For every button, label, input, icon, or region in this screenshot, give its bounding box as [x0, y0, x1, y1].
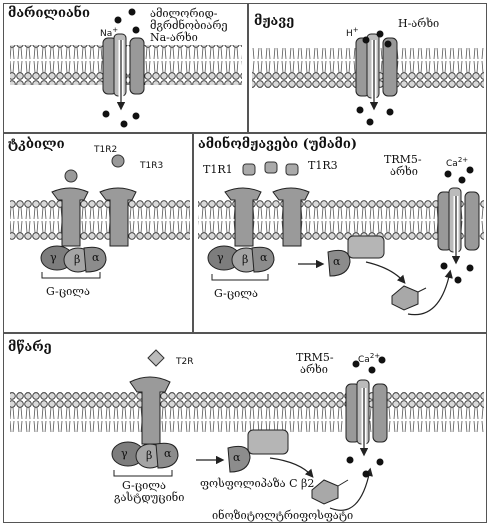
trpm5-label-2-bitter: არხი: [300, 364, 328, 376]
plc-label: ფოსფოლიპაზა C β2: [200, 478, 314, 490]
t1r3-label: T1R3: [140, 160, 163, 172]
ca-ion-label-bitter: Ca2+: [358, 350, 380, 366]
t2r-label: T2R: [176, 356, 193, 368]
membrane-bitter: [10, 392, 484, 432]
na-channel-label-3: Na-არხი: [150, 32, 198, 44]
g-protein-bracket-umami: [212, 274, 268, 280]
title-bitter: მწარე: [8, 340, 52, 355]
title-umami: ამინომჟავები (უმამი): [198, 137, 357, 152]
title-sweet: ტკბილი: [8, 137, 65, 152]
gamma-label-sweet: γ: [50, 252, 57, 264]
beta-label-sweet: β: [74, 254, 80, 266]
plc-enzyme-bitter: [248, 430, 288, 454]
h-ion-label: H+: [346, 24, 359, 40]
g-protein-bracket-bitter: [114, 470, 172, 476]
gamma-label-umami: γ: [217, 252, 224, 264]
t1r3-label-umami: T1R3: [308, 160, 338, 172]
g-protein-label-sweet: G-ცილა: [46, 286, 90, 298]
activation-arrow-umami: [366, 262, 404, 282]
alpha-label-bitter: α: [164, 448, 171, 460]
ip3-molecule-bitter: [312, 480, 348, 504]
ca-ion-label-umami: Ca2+: [446, 154, 468, 170]
membrane-sweet: [10, 200, 190, 240]
trpm5-channel-bitter: [346, 380, 387, 454]
alpha-label-umami: α: [260, 252, 267, 264]
na-ion-label: Na+: [100, 24, 118, 40]
na-channel: [103, 34, 144, 108]
h-channel-label: H-არხი: [398, 18, 439, 30]
trpm5-label-2-umami: არხი: [390, 166, 418, 178]
g-protein-label-umami: G-ცილა: [214, 288, 258, 300]
ip3-molecule-umami: [392, 286, 426, 310]
beta-label-bitter: β: [146, 450, 152, 462]
t1r2-label: T1R2: [94, 144, 117, 156]
title-sour: მჟავე: [254, 14, 294, 29]
alpha-label-sweet: α: [92, 252, 99, 264]
g-protein-bracket-sweet: [42, 272, 100, 278]
ip3-label: ინოზიტოლტრიფოსფატი: [212, 510, 353, 522]
gamma-label-bitter: γ: [121, 448, 128, 460]
alpha-free-label-bitter: α: [233, 452, 240, 464]
amino-acid-molecules: [243, 162, 298, 175]
t1r1-label: T1R1: [203, 164, 233, 176]
plc-enzyme-umami: [348, 236, 384, 258]
sweetener-molecules: [65, 155, 124, 182]
beta-label-umami: β: [242, 254, 248, 266]
title-salty: მარილიანი: [8, 6, 90, 21]
bitter-molecule: [148, 350, 164, 366]
gustducin-label: გასტდუცინი: [114, 492, 184, 504]
activation-arrow-bitter: [270, 458, 312, 476]
trpm5-channel-umami: [438, 188, 479, 262]
alpha-free-label-umami: α: [333, 256, 340, 268]
